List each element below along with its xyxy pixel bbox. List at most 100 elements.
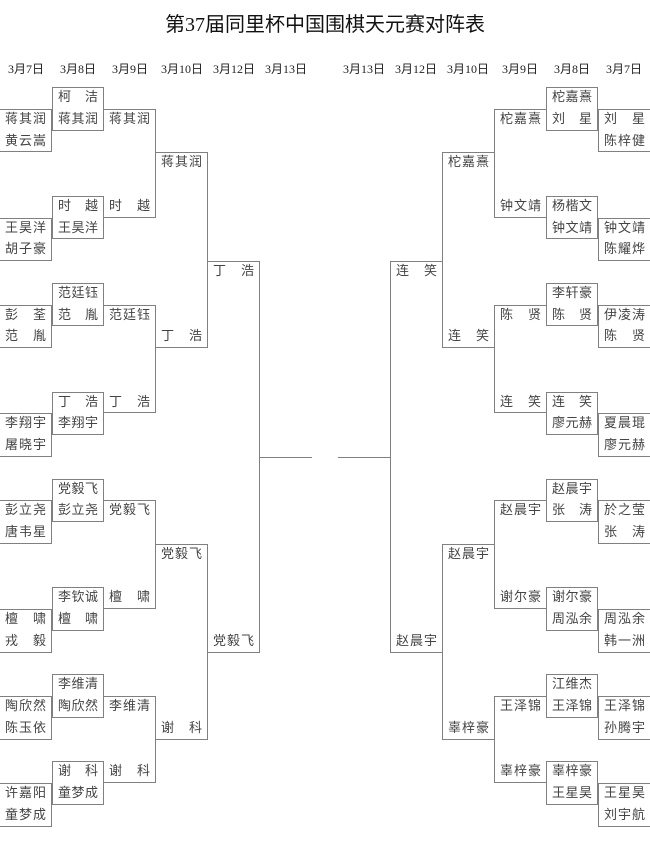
player-name: 连笑 (448, 329, 489, 345)
player-name: 彭立尧 (5, 503, 46, 519)
match-box: 赵晨宇张涛 (546, 478, 598, 522)
player-name: 李轩豪 (552, 285, 592, 301)
match-box: 党毅飞谢科 (156, 543, 208, 740)
round-date: 3月10日 (446, 62, 489, 76)
match-box: 蒋其润时越 (104, 108, 156, 218)
player-name: 钟文靖 (604, 220, 645, 236)
match-box: 王星昊刘宇航 (598, 783, 650, 827)
match-box: 范廷钰范胤 (52, 282, 104, 327)
player-name: 柁嘉熹 (500, 111, 541, 127)
round-date: 3月7日 (605, 62, 642, 76)
match-box: 赵晨宇谢尔豪 (494, 500, 546, 609)
player-name: 蒋其润 (161, 155, 202, 171)
player-name: 蒋其润 (58, 111, 98, 127)
player-name: 柁嘉熹 (552, 90, 592, 105)
player-name: 廖元赫 (604, 438, 645, 453)
player-name: 檀啸 (109, 590, 150, 606)
player-name: 彭立尧 (58, 503, 98, 519)
player-name: 党毅飞 (161, 546, 202, 562)
player-name: 童梦成 (5, 807, 46, 823)
player-name: 李钦诚 (58, 590, 98, 606)
player-name: 柁嘉熹 (448, 155, 489, 171)
player-name: 丁浩 (58, 394, 98, 410)
round-date: 3月8日 (59, 62, 96, 76)
match-box: 谢尔豪周泓余 (546, 587, 598, 631)
player-name: 赵晨宇 (396, 633, 437, 649)
match-box: 党毅飞檀啸 (104, 500, 156, 609)
match-box: 丁浩党毅飞 (208, 261, 260, 653)
player-name: 王泽锦 (552, 699, 592, 714)
player-name: 李维清 (109, 699, 150, 714)
player-name: 时越 (58, 198, 98, 214)
match-box: 连笑赵晨宇 (390, 261, 442, 653)
player-name: 李翔宇 (5, 416, 46, 432)
player-name: 党毅飞 (58, 481, 98, 497)
player-name: 谢尔豪 (500, 590, 541, 606)
round-date: 3月13日 (264, 62, 307, 76)
match-box: 柁嘉熹钟文靖 (494, 108, 546, 218)
match-box: 时越王昊洋 (52, 195, 104, 240)
match-box: 李钦诚檀啸 (52, 587, 104, 631)
player-name: 陈贤 (500, 307, 541, 323)
match-box: 党毅飞彭立尧 (52, 478, 104, 522)
player-name: 范廷钰 (58, 285, 98, 301)
match-box: 李翔宇屠晓宇 (0, 413, 52, 457)
player-name: 唐韦星 (5, 525, 46, 540)
match-box: 刘星陈梓健 (598, 108, 650, 153)
player-name: 连笑 (396, 264, 437, 279)
match-box: 彭荃范胤 (0, 304, 52, 348)
player-name: 钟文靖 (500, 198, 541, 214)
player-name: 戎毅 (5, 633, 46, 649)
player-name: 蒋其润 (5, 111, 46, 127)
match-box: 蒋其润黄云嵩 (0, 108, 52, 153)
player-name: 辜梓豪 (448, 720, 489, 736)
player-name: 彭荃 (5, 307, 46, 323)
player-name: 夏晨琨 (604, 416, 645, 432)
match-box: 伊凌涛陈贤 (598, 304, 650, 348)
round-date: 3月12日 (394, 62, 437, 76)
match-box: 杨楷文钟文靖 (546, 195, 598, 240)
match-box: 江维杰王泽锦 (546, 674, 598, 718)
player-name: 蒋其润 (109, 111, 150, 127)
player-name: 伊凌涛 (604, 307, 645, 323)
player-name: 陶欣然 (5, 699, 46, 714)
player-name: 廖元赫 (552, 416, 592, 432)
player-name: 谢尔豪 (552, 590, 592, 606)
match-box: 於之莹张涛 (598, 500, 650, 544)
player-name: 连笑 (500, 394, 541, 410)
match-box: 蒋其润丁浩 (156, 152, 208, 348)
player-name: 陈贤 (552, 307, 592, 323)
player-name: 王星昊 (552, 786, 592, 801)
match-box: 李维清陶欣然 (52, 674, 104, 718)
match-box: 连笑廖元赫 (546, 391, 598, 435)
player-name: 赵晨宇 (448, 546, 489, 562)
match-box: 夏晨琨廖元赫 (598, 413, 650, 457)
player-name: 张涛 (604, 525, 645, 540)
final-connector-line (338, 456, 390, 458)
player-name: 孙腾宇 (604, 720, 645, 736)
player-name: 丁浩 (213, 264, 254, 279)
match-box: 柯洁蒋其润 (52, 87, 104, 131)
player-name: 黄云嵩 (5, 133, 46, 149)
match-box: 檀啸戎毅 (0, 609, 52, 653)
match-box: 彭立尧唐韦星 (0, 500, 52, 544)
player-name: 辜梓豪 (500, 764, 541, 780)
player-name: 谢科 (58, 764, 98, 780)
round-date: 3月10日 (160, 62, 203, 76)
player-name: 檀啸 (58, 612, 98, 627)
player-name: 谢科 (161, 720, 202, 736)
player-name: 刘星 (604, 111, 645, 127)
player-name: 范胤 (58, 307, 98, 323)
round-date: 3月13日 (342, 62, 385, 76)
player-name: 陶欣然 (58, 699, 98, 714)
player-name: 王星昊 (604, 786, 645, 801)
player-name: 党毅飞 (109, 503, 150, 519)
player-name: 陈贤 (604, 329, 645, 345)
player-name: 王昊洋 (58, 220, 98, 236)
player-name: 檀啸 (5, 612, 46, 627)
player-name: 丁浩 (109, 394, 150, 410)
match-box: 谢科童梦成 (52, 761, 104, 805)
player-name: 赵晨宇 (552, 481, 592, 497)
player-name: 党毅飞 (213, 633, 254, 649)
match-box: 辜梓豪王星昊 (546, 761, 598, 805)
